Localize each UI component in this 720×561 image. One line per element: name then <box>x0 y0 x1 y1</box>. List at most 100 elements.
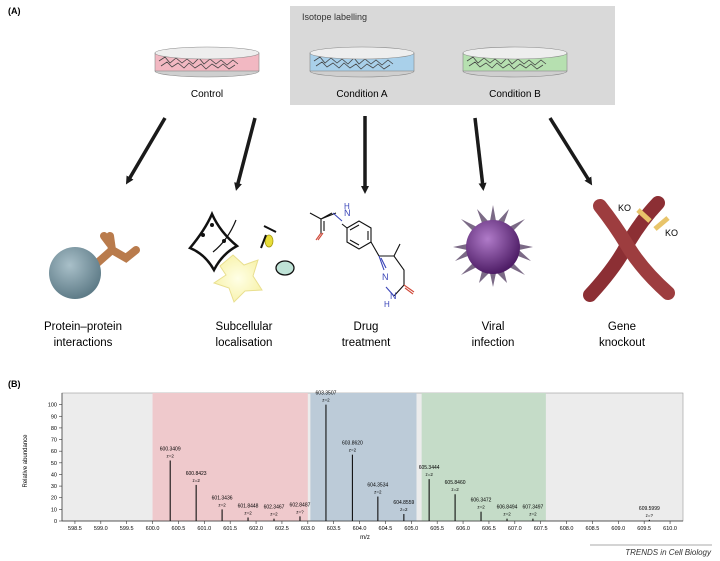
peak-label-7: 603.3507 <box>316 391 337 397</box>
app-label-viral-2: infection <box>472 337 515 349</box>
x-tick-label: 601.0 <box>197 526 211 532</box>
panel-a-label: (A) <box>8 6 21 16</box>
y-tick-label: 50 <box>51 461 57 467</box>
y-tick-label: 20 <box>51 496 57 502</box>
x-tick-label: 598.5 <box>68 526 82 532</box>
virus-icon <box>453 205 533 287</box>
peak-label-13: 606.3472 <box>471 498 492 504</box>
ko-label-1: KO <box>618 203 631 213</box>
peak-label-10: 604.8559 <box>393 500 414 506</box>
peak-charge-16: z=? <box>646 513 654 518</box>
peak-charge-7: z=2 <box>322 398 330 403</box>
y-tick-label: 40 <box>51 472 57 478</box>
app-label-ppi-1: Protein–protein <box>44 321 122 333</box>
y-axis-title: Relative abundance <box>23 434 29 488</box>
x-tick-label: 605.0 <box>404 526 418 532</box>
chem-label-n1: N <box>382 272 389 282</box>
x-tick-label: 606.0 <box>456 526 470 532</box>
x-tick-label: 602.5 <box>275 526 289 532</box>
app-label-drug-1: Drug <box>354 321 379 333</box>
dish-control <box>154 46 260 78</box>
peak-label-12: 605.8460 <box>445 480 466 486</box>
app-label-viral-1: Viral <box>482 321 505 333</box>
x-tick-label: 601.5 <box>223 526 237 532</box>
chromosome-icon <box>583 196 675 302</box>
x-tick-label: 610.0 <box>663 526 677 532</box>
peak-label-11: 605.3444 <box>419 465 440 471</box>
y-tick-label: 90 <box>51 414 57 420</box>
app-label-subcellular-2: localisation <box>216 337 273 349</box>
y-tick-label: 60 <box>51 449 57 455</box>
peak-label-14: 606.8494 <box>497 505 518 511</box>
credit-text: TRENDS in Cell Biology <box>625 548 712 557</box>
peak-charge-6: z=? <box>296 509 304 514</box>
arrows <box>125 116 593 194</box>
dish-label-control: Control <box>191 89 223 100</box>
peak-label-2: 600.8423 <box>186 471 207 477</box>
peak-charge-3: z=2 <box>218 502 226 507</box>
x-axis-title: m/z <box>360 535 370 541</box>
peak-charge-13: z=2 <box>477 505 485 510</box>
dish-condition-b <box>462 46 568 78</box>
region-3 <box>421 393 546 521</box>
region-2 <box>310 393 417 521</box>
peak-charge-11: z=2 <box>425 472 433 477</box>
peak-charge-10: z=2 <box>400 507 408 512</box>
isotope-labelling-label: Isotope labelling <box>302 12 367 22</box>
x-tick-label: 604.5 <box>379 526 393 532</box>
y-tick-label: 70 <box>51 438 57 444</box>
arrow-5 <box>548 117 593 186</box>
y-tick-label: 80 <box>51 426 57 432</box>
arrow-1 <box>125 117 167 185</box>
x-tick-label: 603.5 <box>327 526 341 532</box>
app-label-gene-2: knockout <box>599 337 646 349</box>
peak-charge-1: z=2 <box>167 453 175 458</box>
ko-label-2: KO <box>665 228 678 238</box>
peak-label-8: 603.8620 <box>342 441 363 447</box>
peak-label-15: 607.3497 <box>522 505 543 511</box>
x-tick-label: 608.5 <box>586 526 600 532</box>
dish-condition-a <box>309 46 415 78</box>
app-label-ppi-2: interactions <box>54 337 113 349</box>
region-1 <box>152 393 308 521</box>
x-tick-label: 609.5 <box>637 526 651 532</box>
peak-label-9: 604.3534 <box>367 483 388 489</box>
chem-label-n-top: N <box>344 208 351 218</box>
antibody-binding-icon <box>49 232 140 299</box>
arrow-2 <box>234 117 257 191</box>
y-tick-label: 100 <box>48 403 57 409</box>
peak-label-5: 602.3467 <box>264 505 285 511</box>
peak-label-3: 601.3436 <box>212 495 233 501</box>
x-tick-label: 606.5 <box>482 526 496 532</box>
peak-label-6: 602.8487 <box>290 502 311 508</box>
peak-charge-12: z=2 <box>451 487 459 492</box>
peak-charge-15: z=2 <box>529 512 537 517</box>
x-tick-label: 609.0 <box>611 526 625 532</box>
peak-label-1: 600.3409 <box>160 446 181 452</box>
app-label-gene-1: Gene <box>608 321 636 333</box>
peak-charge-8: z=2 <box>349 448 357 453</box>
x-tick-label: 599.5 <box>120 526 134 532</box>
peak-charge-2: z=2 <box>192 478 200 483</box>
app-label-drug-2: treatment <box>342 337 391 349</box>
peak-label-16: 609.5999 <box>639 506 660 512</box>
y-tick-label: 0 <box>54 519 57 525</box>
arrow-4 <box>473 117 487 191</box>
chem-label-h-bottom: H <box>384 300 390 309</box>
organelles-icon <box>187 210 295 303</box>
chem-label-h-top: H <box>344 202 350 211</box>
x-tick-label: 605.5 <box>430 526 444 532</box>
x-tick-label: 607.5 <box>534 526 548 532</box>
x-tick-label: 604.0 <box>353 526 367 532</box>
dish-label-condition-a: Condition A <box>336 89 387 100</box>
x-tick-label: 602.0 <box>249 526 263 532</box>
chem-label-n2: N <box>390 291 397 301</box>
chemical-structure-icon <box>309 212 415 297</box>
x-tick-label: 603.0 <box>301 526 315 532</box>
x-tick-label: 600.0 <box>146 526 160 532</box>
x-tick-label: 608.0 <box>560 526 574 532</box>
panel-b-label: (B) <box>8 379 21 389</box>
peak-charge-14: z=2 <box>503 512 511 517</box>
